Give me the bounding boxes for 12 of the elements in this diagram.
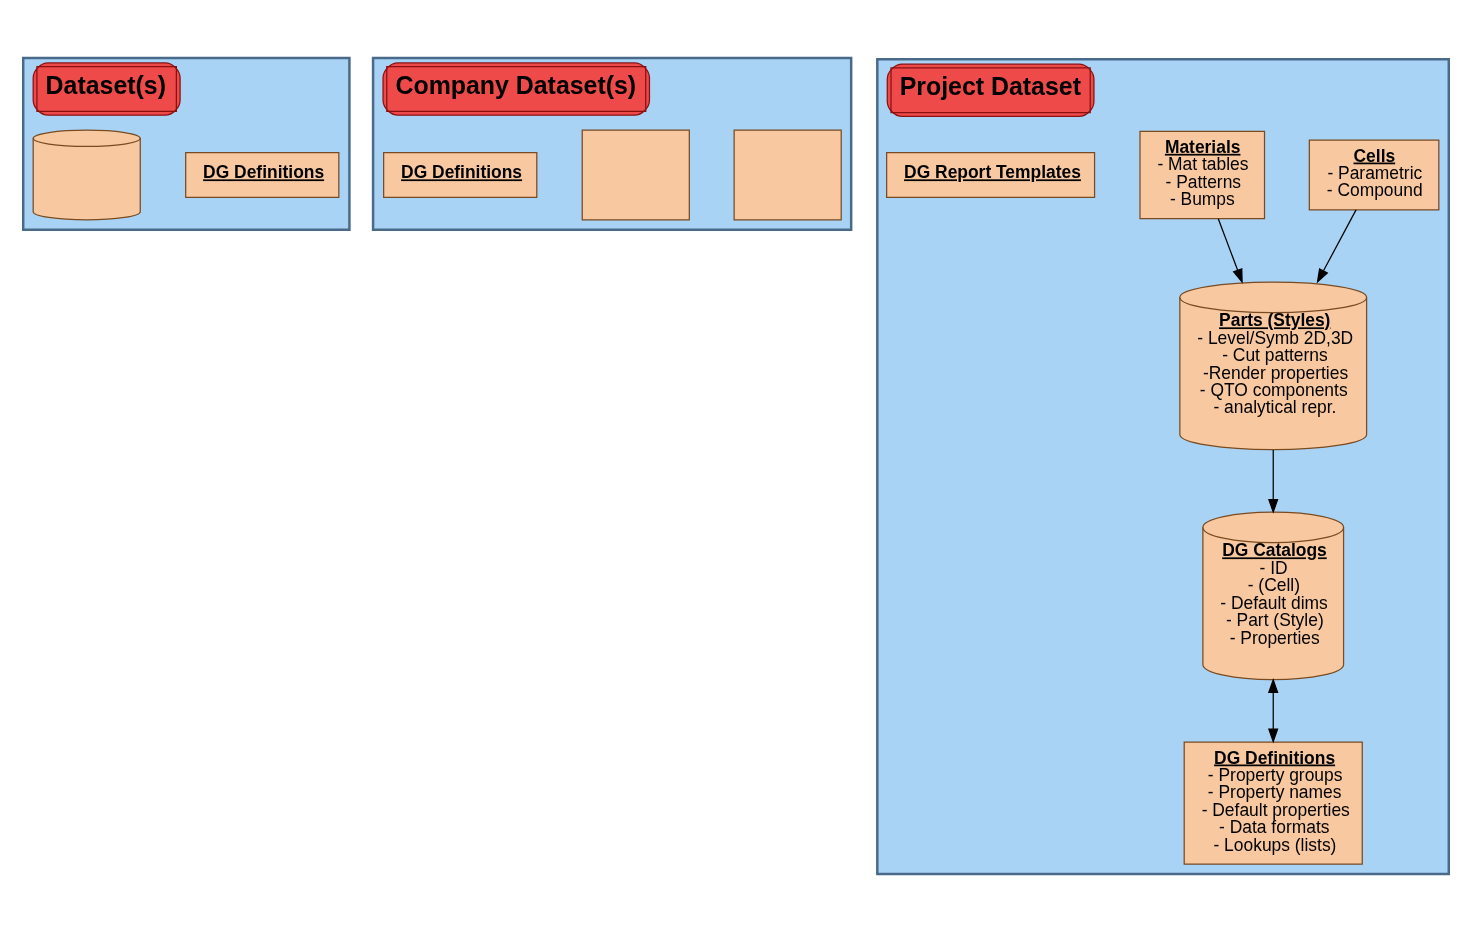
node-box [581, 129, 690, 220]
arrow [1268, 448, 1279, 514]
node-box [733, 129, 842, 220]
node-box: DG Definitions [383, 151, 538, 198]
arrow [1316, 208, 1357, 284]
arrow [1268, 677, 1279, 743]
node-box: DG Report Templates [886, 151, 1096, 198]
node-box: DG Definitions - Property groups - Property names - Default properties - Data formats - Lookups (lists) [1183, 740, 1363, 865]
node-box: Materials - Mat tables - Patterns - Bumps [1139, 130, 1266, 219]
node-box: Cells - Parametric - Compound [1308, 139, 1440, 210]
arrow [1217, 217, 1243, 284]
node-box: DG Definitions [185, 151, 340, 198]
